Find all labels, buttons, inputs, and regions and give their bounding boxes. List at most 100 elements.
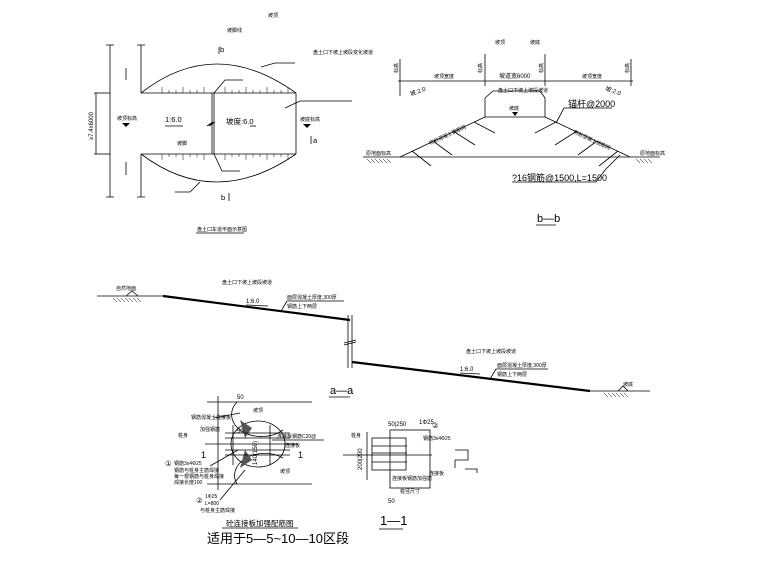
plan-slope-left: 1:6.0 bbox=[165, 115, 182, 124]
section-11-label-top: 1Φ25 bbox=[419, 420, 434, 426]
bb-top-label-2: 坡底 bbox=[530, 39, 540, 46]
bb-center-marker: 坡底 bbox=[509, 105, 519, 112]
section-mark-b-top: b bbox=[220, 45, 224, 54]
aa-surface-lower: 面层混凝土厚度,300厚 bbox=[497, 362, 547, 369]
detail-note-4: 连接板钢筋C20@ bbox=[277, 433, 316, 440]
section-11-dim-bottom: 50 bbox=[388, 499, 395, 505]
leader-top-curve bbox=[260, 62, 295, 68]
aa-note-upper: 盘土口下坡上坡段坡道 bbox=[222, 279, 272, 286]
curve-bottom bbox=[140, 153, 297, 183]
detail-subtitle: 适用于5—5~10—10区段 bbox=[207, 531, 349, 546]
detail-note-2: 坡顶 bbox=[253, 407, 263, 414]
elevation-marker-left bbox=[122, 123, 130, 127]
bb-hatch-left bbox=[366, 158, 392, 164]
detail-rebars bbox=[225, 432, 290, 456]
detail-section-mark-left: 1 bbox=[201, 450, 206, 460]
aa-title: a—a bbox=[330, 385, 354, 397]
detail-side-note: 桩身 bbox=[178, 432, 188, 439]
aa-slope-upper: 1:6.0 bbox=[246, 299, 260, 305]
tick-marks-top bbox=[161, 87, 289, 93]
aa-note-lower: 盘土口下坡上坡段坡道 bbox=[466, 348, 516, 355]
plan-bottom-label: 坡脚 bbox=[177, 140, 187, 147]
bb-seg-mid: 坡道宽6000 bbox=[499, 72, 531, 80]
aa-leader-upper bbox=[280, 300, 344, 312]
section-11: 桩身 50|250 1Φ25 ② 钢筋3x4Φ25 200|200 连接板 连接… bbox=[343, 420, 478, 530]
detail-note-5: 连接板 bbox=[285, 442, 300, 449]
bb-seg-right: 坡顶宽度 bbox=[582, 73, 602, 80]
aa-ramp-upper bbox=[162, 294, 351, 322]
bb-nail-leader bbox=[512, 154, 621, 183]
plan-view: ≥7.4x6000 坡顶 坡脚线 盘土口下坡上坡段变化坡道 b 坡顶标高 1:6… bbox=[89, 12, 373, 234]
plan-dimension: ≥7.4x6000 bbox=[89, 111, 95, 140]
bb-slope-left-line bbox=[399, 116, 486, 158]
aa-surface-upper: 面层混凝土厚度,300厚 bbox=[287, 294, 337, 301]
elevation-marker-right bbox=[303, 124, 311, 128]
section-11-title: 1—1 bbox=[380, 513, 407, 528]
bb-elev-1: 标高 bbox=[393, 63, 400, 73]
detail-note-3: 加强钢筋 bbox=[200, 426, 220, 433]
rebar-shape-1 bbox=[454, 449, 469, 468]
detail-dim-vertical: 140(150) bbox=[253, 441, 259, 465]
aa-ramp-lower bbox=[351, 360, 591, 393]
callout-1-leader bbox=[209, 449, 239, 467]
bb-slope-right-line bbox=[544, 116, 631, 158]
callout-2-text: 1Φ25 bbox=[205, 494, 218, 500]
bb-ground-left-label: 原地面标高 bbox=[366, 150, 391, 157]
aa-break-symbol bbox=[343, 339, 357, 346]
aa-slope-arrow-lower bbox=[459, 372, 481, 375]
leader-right bbox=[284, 100, 352, 109]
detail-reinforcement: 50 50 140(150) 钢筋混凝土连接板 坡顶 加强钢筋 桩身 连接板钢筋… bbox=[165, 395, 349, 546]
aa-ground-lower-label: 坡底 bbox=[623, 381, 633, 388]
section-11-label-side: 连接板 bbox=[429, 470, 444, 477]
callout-1-sub2: 每一根钢筋与桩身焊接 bbox=[174, 473, 224, 480]
bb-anchor-note: 锚杆@2000 bbox=[568, 98, 615, 109]
bb-nails-right bbox=[534, 121, 619, 167]
break-symbol bbox=[206, 121, 216, 127]
section-aa: 自然地面 坡底 盘土口下坡上坡段坡道 1:6.0 面层混凝土厚度,300厚 钢筋… bbox=[97, 279, 650, 398]
callout-1-sub3: 焊接长度100 bbox=[174, 479, 203, 486]
aa-surface-lower-2: 钢筋上下两层 bbox=[497, 371, 527, 378]
plan-top-label-1: 坡顶 bbox=[268, 12, 278, 19]
section-11-dim-side: 200|200 bbox=[358, 448, 364, 470]
detail-dim-side: 50 bbox=[237, 429, 244, 435]
bb-title: b—b bbox=[537, 213, 560, 225]
bb-elev-triangle bbox=[512, 112, 518, 116]
section-11-dim-top: 50|250 bbox=[388, 422, 407, 428]
section-11-label-width: 桩径尺寸 bbox=[400, 488, 420, 495]
aa-ground-upper-label: 自然地面 bbox=[116, 285, 136, 292]
leader-joint-top bbox=[213, 79, 243, 94]
section-11-label-bottom: 连接板钢筋加强筋 bbox=[392, 475, 432, 482]
bb-elev-4: 标高 bbox=[624, 63, 631, 73]
leader-note-1 bbox=[213, 412, 241, 419]
aa-leader-lower bbox=[489, 368, 548, 380]
aa-hatch-lower bbox=[603, 392, 629, 398]
section-11-rebars bbox=[372, 445, 407, 463]
section-11-label-right: 钢筋3x4Φ25 bbox=[423, 435, 451, 442]
detail-section-mark-right: 1 bbox=[298, 450, 303, 460]
leader-joint-bottom bbox=[213, 153, 240, 172]
bb-mesh-left: 喷射混凝土钢筋网 bbox=[428, 124, 467, 147]
bb-slope-left: 坡:2.0 bbox=[409, 85, 427, 98]
plan-title: 盘土口车道平面示意图 bbox=[197, 226, 247, 233]
detail-note-1: 钢筋混凝土连接板 bbox=[191, 414, 231, 421]
curve-top bbox=[140, 63, 297, 94]
aa-slope-lower: 1:6.0 bbox=[460, 367, 474, 373]
bb-top-label-1: 坡顶 bbox=[495, 39, 505, 46]
bb-nails-left bbox=[411, 121, 496, 167]
bb-nail-note: ?16钢筋@1500,L=1500 bbox=[512, 172, 607, 183]
bb-elev-2: 标高 bbox=[477, 63, 484, 73]
section-mark-b-bottom: b bbox=[221, 193, 225, 202]
section-bb: 坡顶 坡底 标高 标高 标高 标高 坡顶宽度 坡道宽6000 坡顶宽度 坡:2.… bbox=[363, 39, 665, 226]
bb-ground-right-label: 原地面标高 bbox=[640, 150, 665, 157]
bb-slope-right: 坡:2.0 bbox=[604, 84, 622, 97]
section-11-plate bbox=[389, 429, 431, 489]
bb-top-leader bbox=[484, 90, 546, 99]
plan-top-label-2: 坡脚线 bbox=[227, 27, 242, 34]
section-11-callout: ② bbox=[432, 421, 439, 430]
detail-hatched-fill bbox=[240, 420, 252, 468]
aa-hatch-upper bbox=[112, 297, 142, 303]
detail-dim-top: 50 bbox=[237, 395, 244, 401]
bb-seg-left: 坡顶宽度 bbox=[434, 73, 454, 80]
